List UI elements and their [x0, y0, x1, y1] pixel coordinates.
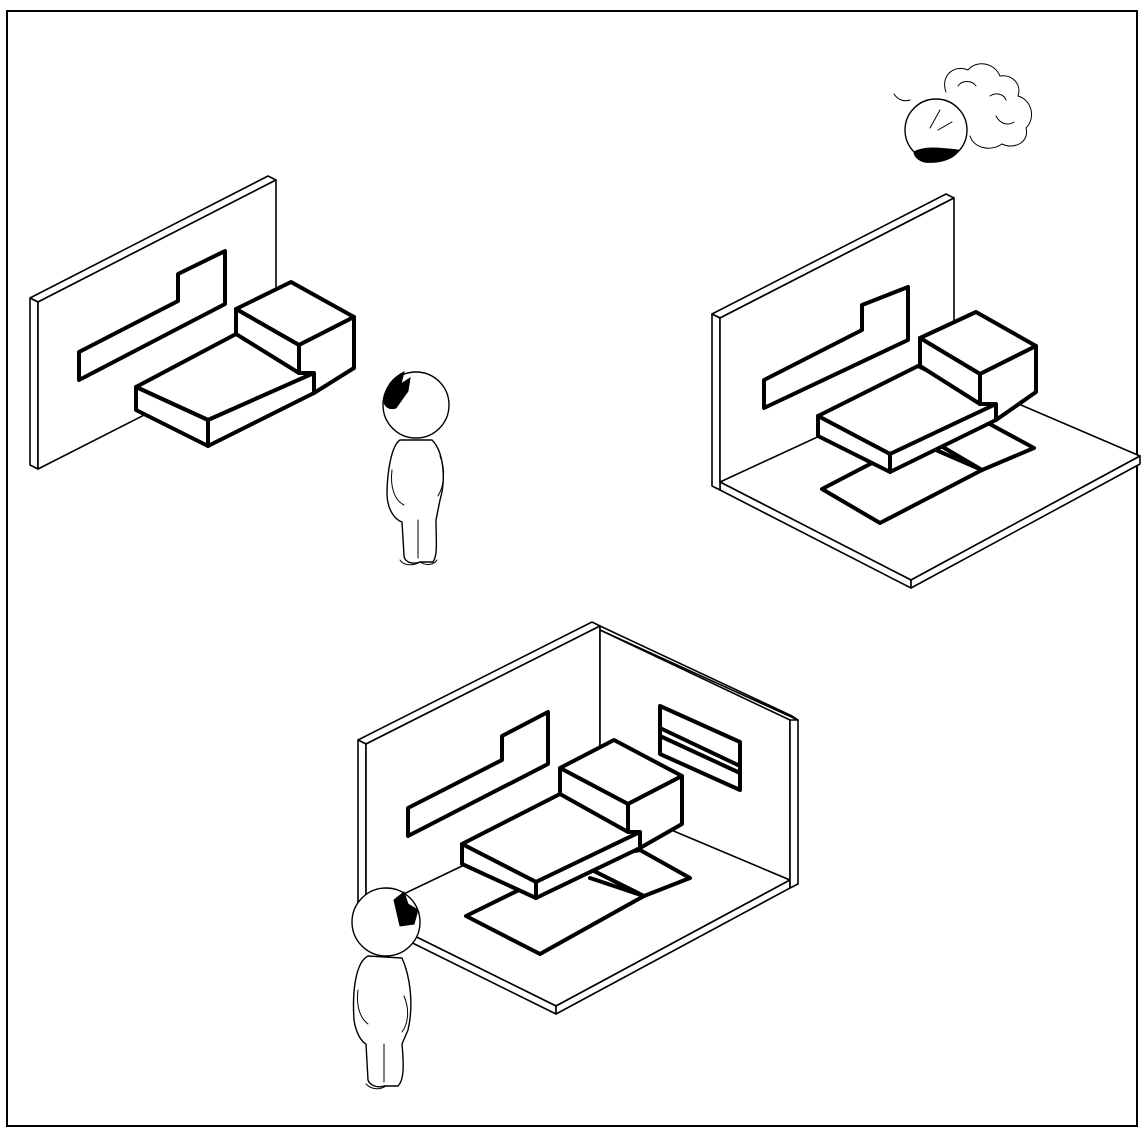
scene-wall-only	[30, 176, 449, 565]
scene-corner-room	[352, 622, 798, 1089]
standing-person	[352, 888, 420, 1089]
scene-wall-and-floor	[712, 64, 1140, 588]
thinking-person-cloud	[894, 64, 1032, 163]
standing-person	[383, 372, 449, 565]
